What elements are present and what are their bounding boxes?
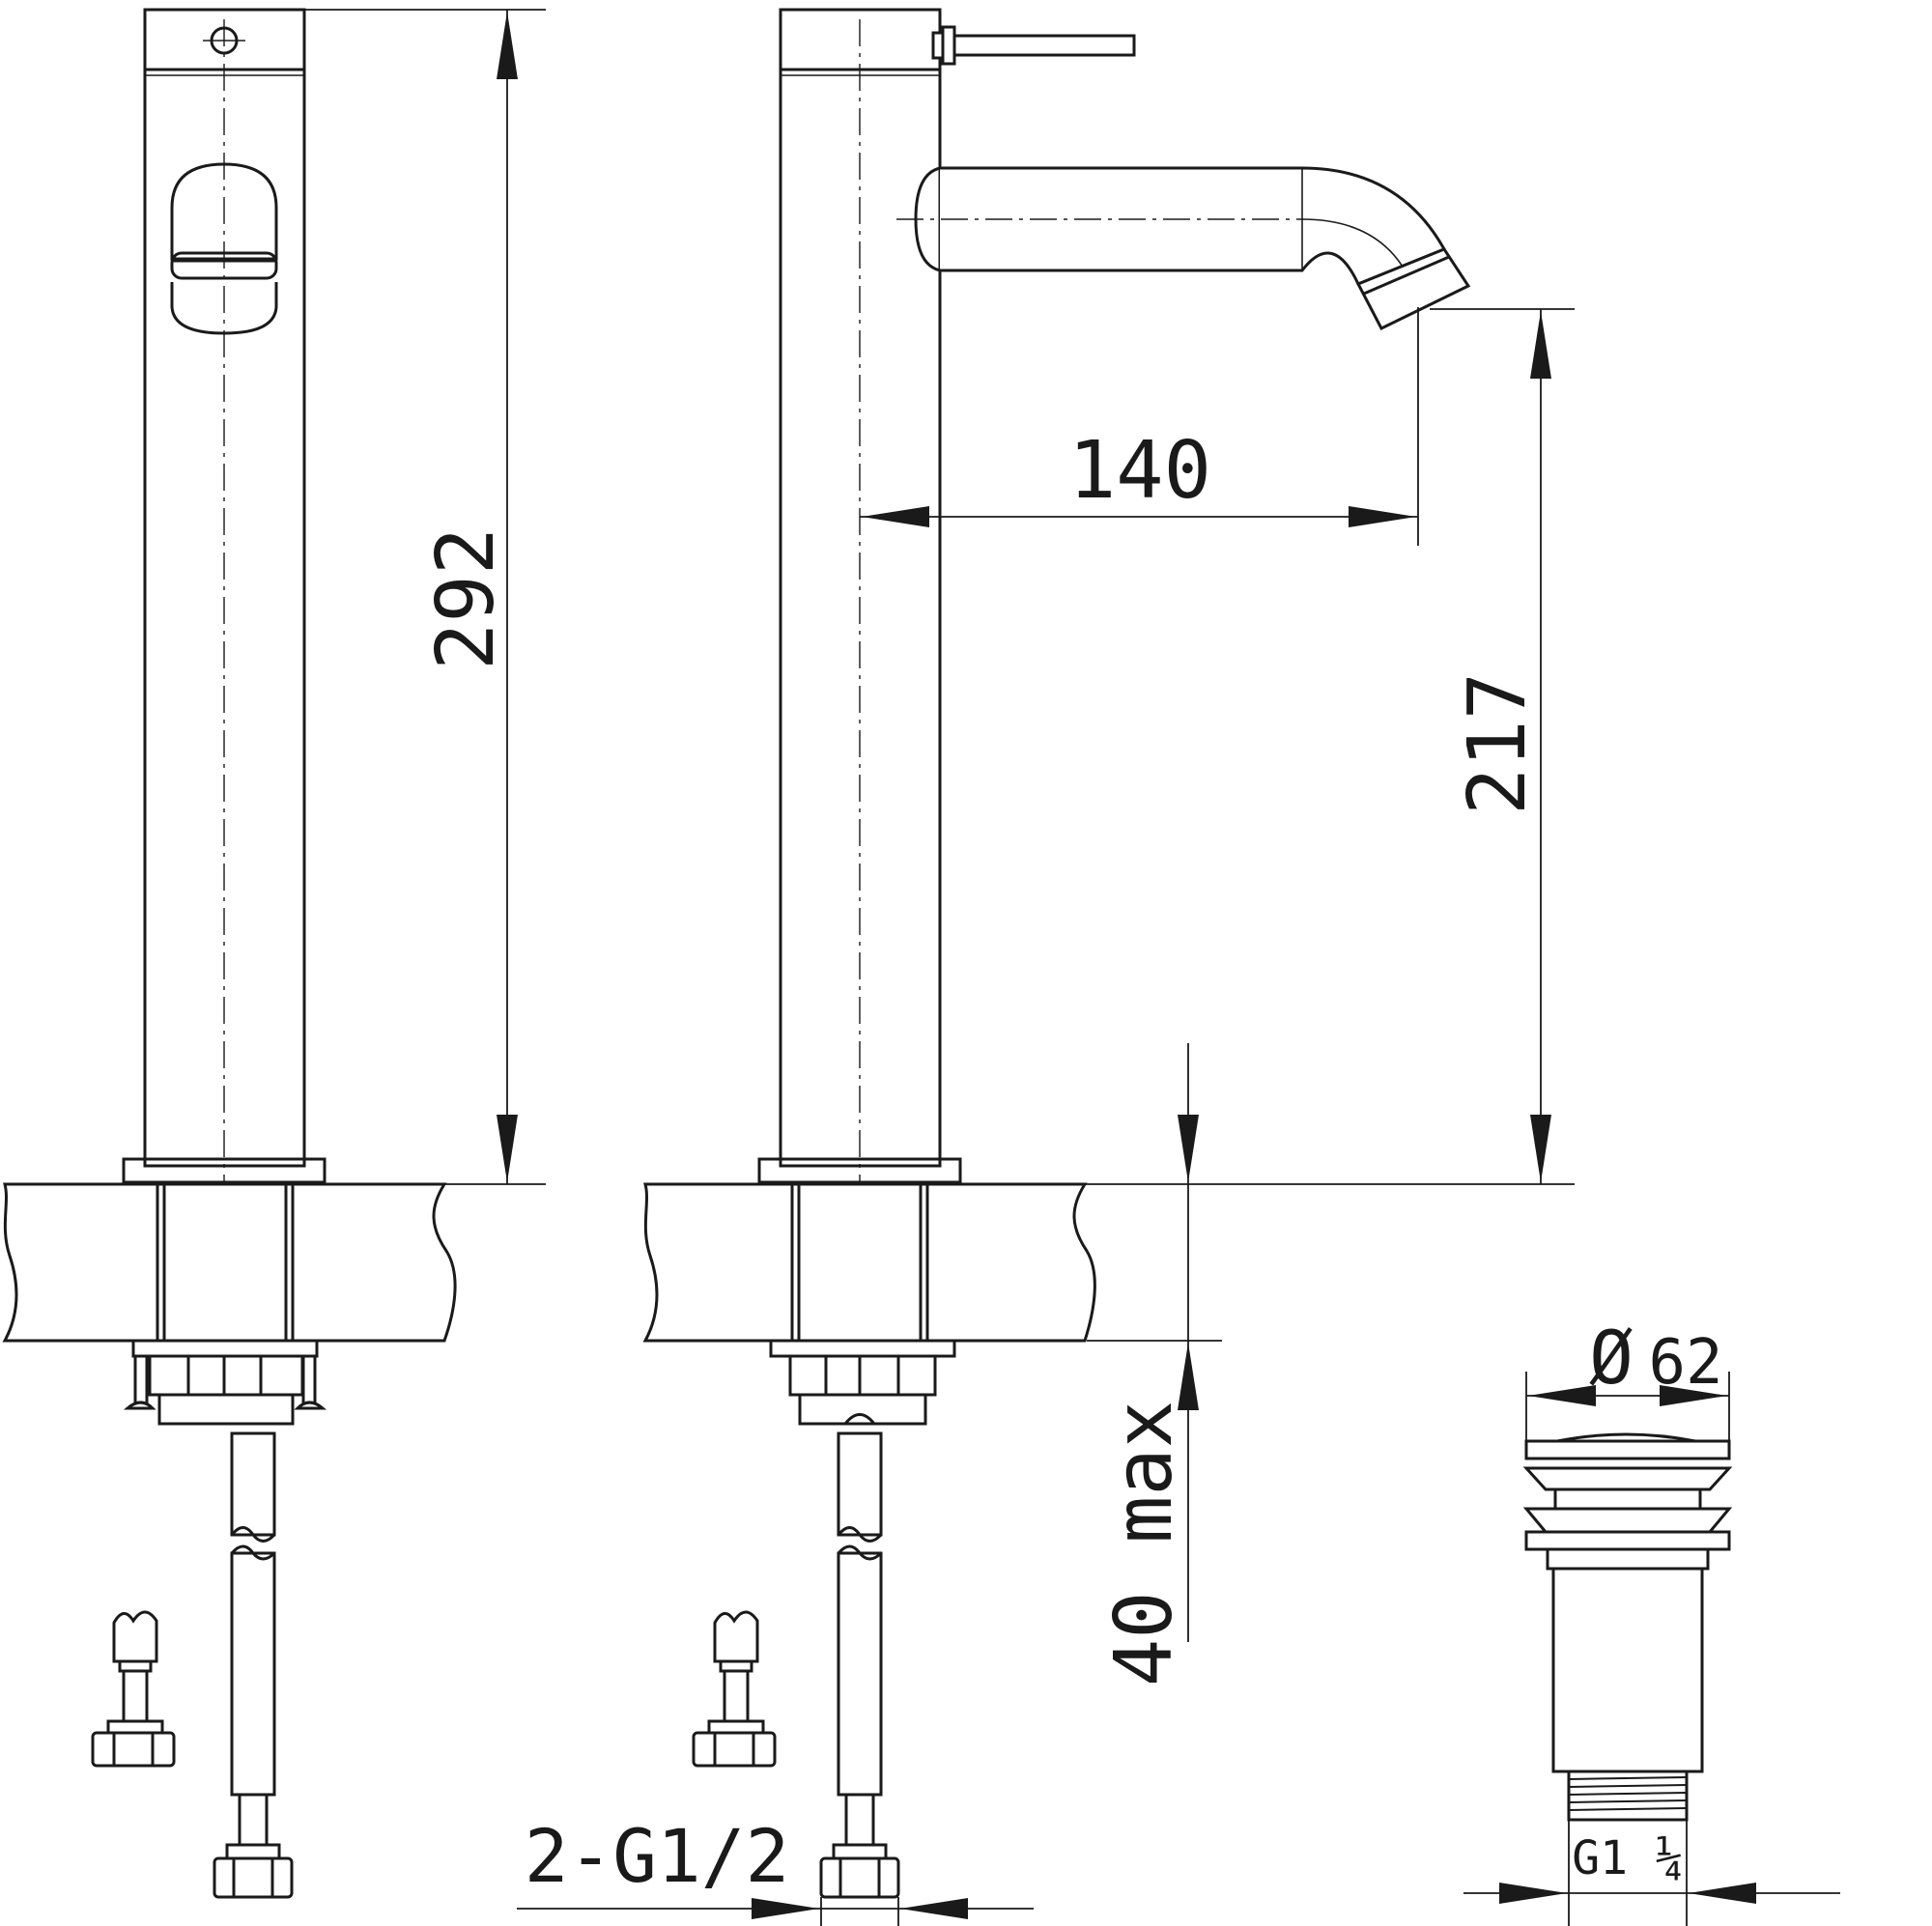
countertop-section-front: [2, 1182, 457, 1343]
dimension-label-140: 140: [1068, 425, 1211, 517]
countertop-section-side: [642, 1182, 1096, 1343]
hose-fitting-side: [819, 1856, 900, 1899]
base-flange-side: [757, 1157, 962, 1184]
washer-front: [131, 1339, 319, 1358]
drain-waste: Ø 62 G1 ¼: [1463, 1315, 1840, 1926]
dimension-label-217: 217: [1452, 672, 1544, 815]
drain-thread: [1567, 1770, 1689, 1822]
dimension-spout-height: 217: [960, 308, 1575, 1185]
braided-hose-side-upper: [837, 1431, 883, 1537]
dimension-label-2-g1-2: 2-G1/2: [525, 1813, 790, 1899]
washer-side: [769, 1339, 956, 1358]
braided-hose-front-lower: [230, 1551, 276, 1797]
dimension-label-40-max: 40 max: [1098, 1401, 1190, 1686]
braided-hose-front-upper: [230, 1431, 276, 1537]
lever-handle: [170, 162, 278, 335]
dimension-counter-thickness: 40 max: [1087, 1043, 1222, 1686]
dimension-supply-thread: 2-G1/2: [517, 1813, 1034, 1926]
dimension-total-height: 292: [304, 9, 546, 1185]
drain-body: [1551, 1567, 1704, 1773]
dimension-drain-diameter: Ø 62: [1525, 1315, 1730, 1444]
dimension-spout-reach: 140: [860, 307, 1419, 546]
braided-hose-side-small: [713, 1610, 759, 1663]
braided-hose-front-small: [112, 1610, 158, 1663]
lever-pin-side: [931, 25, 1136, 66]
nut-front: [148, 1354, 304, 1397]
nut-side: [788, 1354, 937, 1397]
front-view: 292: [2, 8, 546, 1899]
dimension-drain-thread: G1 ¼: [1463, 1820, 1840, 1926]
dimension-label-62: 62: [1648, 1327, 1722, 1399]
dimension-label-292: 292: [420, 527, 512, 670]
side-view: 140 217 40 max 2-G1/2: [517, 8, 1575, 1926]
braided-hose-side-lower: [837, 1551, 883, 1797]
hose-fitting-front: [213, 1856, 294, 1899]
dimension-label-g1-1-4: G1 ¼: [1572, 1831, 1684, 1885]
diameter-symbol-icon: Ø: [1589, 1315, 1634, 1401]
spout: [896, 166, 1471, 330]
hose-fitting-small-side: [692, 1731, 777, 1768]
hose-fitting-small-front: [91, 1731, 176, 1768]
base-flange-front: [122, 1157, 327, 1184]
